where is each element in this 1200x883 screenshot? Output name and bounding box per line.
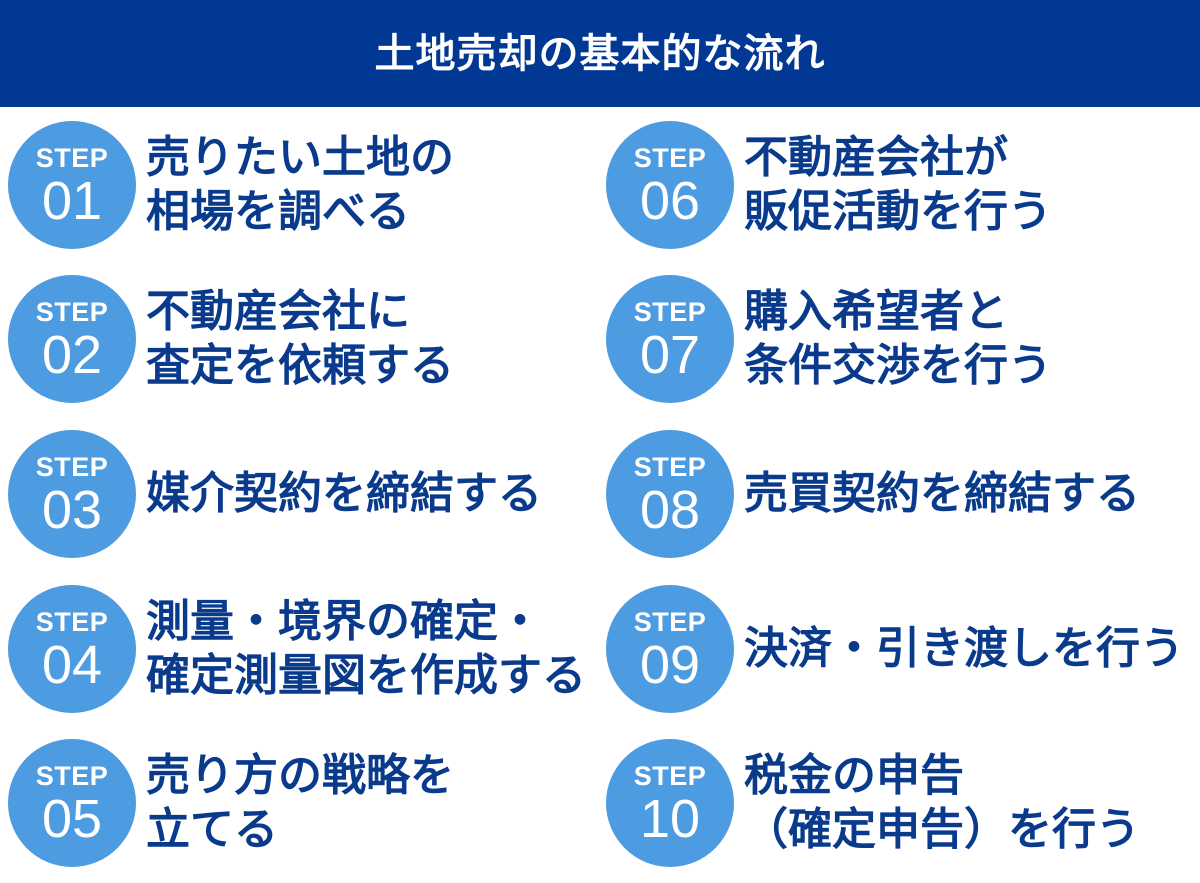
step-text-line: 条件交渉を行う bbox=[744, 340, 1052, 391]
step-text-line: 測量・境界の確定・ bbox=[146, 596, 542, 647]
step-number: 01 bbox=[41, 170, 103, 231]
step-description: 購入希望者と 条件交渉を行う bbox=[744, 285, 1052, 393]
step-description: 決済・引き渡しを行う bbox=[744, 622, 1184, 676]
step-number: 03 bbox=[41, 479, 103, 540]
step-text-line: 媒介契約を締結する bbox=[146, 468, 542, 519]
step-text-line: 確定測量図を作成する bbox=[146, 650, 586, 701]
step-05: STEP 05 売り方の戦略を 立てる bbox=[8, 739, 454, 867]
step-description: 売りたい土地の 相場を調べる bbox=[146, 131, 454, 239]
step-text-line: 相場を調べる bbox=[146, 186, 410, 237]
step-description: 媒介契約を締結する bbox=[146, 467, 542, 521]
step-07: STEP 07 購入希望者と 条件交渉を行う bbox=[606, 275, 1052, 403]
step-text-line: 売り方の戦略を bbox=[146, 750, 454, 801]
step-badge: STEP 04 bbox=[8, 585, 136, 713]
step-badge: STEP 09 bbox=[606, 585, 734, 713]
step-badge: STEP 10 bbox=[606, 739, 734, 867]
step-number: 04 bbox=[41, 634, 103, 695]
step-text-line: 販促活動を行う bbox=[744, 186, 1052, 237]
step-label: STEP bbox=[633, 451, 707, 482]
step-06: STEP 06 不動産会社が 販促活動を行う bbox=[606, 121, 1052, 249]
step-badge: STEP 05 bbox=[8, 739, 136, 867]
step-text-line: （確定申告）を行う bbox=[744, 804, 1140, 855]
step-text-line: 購入希望者と bbox=[744, 286, 1008, 337]
step-description: 不動産会社が 販促活動を行う bbox=[744, 131, 1052, 239]
step-label: STEP bbox=[35, 451, 109, 482]
step-text-line: 立てる bbox=[146, 804, 278, 855]
step-number: 02 bbox=[41, 324, 103, 385]
step-text-line: 査定を依頼する bbox=[146, 340, 454, 391]
step-01: STEP 01 売りたい土地の 相場を調べる bbox=[8, 121, 454, 249]
step-text-line: 売買契約を締結する bbox=[744, 468, 1140, 519]
step-description: 売り方の戦略を 立てる bbox=[146, 749, 454, 857]
header-banner: 土地売却の基本的な流れ bbox=[0, 0, 1200, 107]
step-02: STEP 02 不動産会社に 査定を依頼する bbox=[8, 275, 454, 403]
step-09: STEP 09 決済・引き渡しを行う bbox=[606, 585, 1184, 713]
step-description: 売買契約を締結する bbox=[744, 467, 1140, 521]
step-08: STEP 08 売買契約を締結する bbox=[606, 430, 1140, 558]
step-number: 05 bbox=[41, 788, 103, 849]
step-label: STEP bbox=[35, 142, 109, 173]
step-badge: STEP 08 bbox=[606, 430, 734, 558]
step-label: STEP bbox=[633, 760, 707, 791]
step-label: STEP bbox=[35, 606, 109, 637]
step-text-line: 不動産会社に bbox=[146, 286, 410, 337]
step-04: STEP 04 測量・境界の確定・ 確定測量図を作成する bbox=[8, 585, 586, 713]
step-badge: STEP 07 bbox=[606, 275, 734, 403]
step-text-line: 税金の申告 bbox=[744, 750, 964, 801]
step-label: STEP bbox=[633, 296, 707, 327]
step-badge: STEP 06 bbox=[606, 121, 734, 249]
step-text-line: 売りたい土地の bbox=[146, 132, 454, 183]
page-title: 土地売却の基本的な流れ bbox=[374, 30, 826, 77]
step-description: 不動産会社に 査定を依頼する bbox=[146, 285, 454, 393]
step-label: STEP bbox=[35, 760, 109, 791]
step-text-line: 決済・引き渡しを行う bbox=[744, 623, 1184, 674]
step-03: STEP 03 媒介契約を締結する bbox=[8, 430, 542, 558]
step-description: 測量・境界の確定・ 確定測量図を作成する bbox=[146, 595, 586, 703]
step-badge: STEP 02 bbox=[8, 275, 136, 403]
step-number: 08 bbox=[639, 479, 701, 540]
step-badge: STEP 01 bbox=[8, 121, 136, 249]
step-text-line: 不動産会社が bbox=[744, 132, 1008, 183]
step-badge: STEP 03 bbox=[8, 430, 136, 558]
step-label: STEP bbox=[35, 296, 109, 327]
step-number: 10 bbox=[639, 788, 701, 849]
step-10: STEP 10 税金の申告 （確定申告）を行う bbox=[606, 739, 1140, 867]
step-number: 09 bbox=[639, 634, 701, 695]
step-number: 06 bbox=[639, 170, 701, 231]
step-description: 税金の申告 （確定申告）を行う bbox=[744, 749, 1140, 857]
step-label: STEP bbox=[633, 142, 707, 173]
step-number: 07 bbox=[639, 324, 701, 385]
step-label: STEP bbox=[633, 606, 707, 637]
